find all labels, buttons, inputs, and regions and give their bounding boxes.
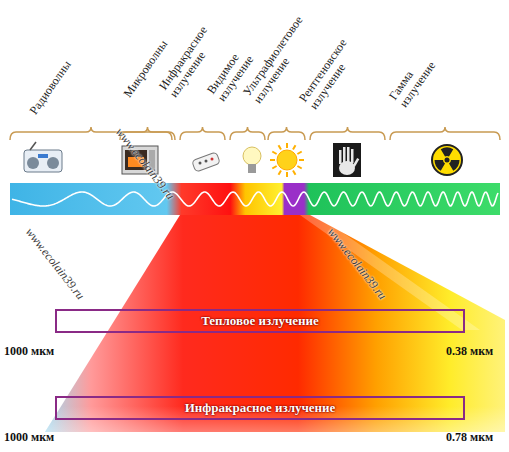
funnel-fade (45, 215, 505, 432)
funnel-highlight (300, 215, 480, 330)
brace-group (10, 127, 500, 140)
sun-ray (297, 152, 301, 155)
band-name: Гамма излучение (387, 48, 442, 110)
sun-ray (279, 170, 282, 174)
sun-ray (297, 166, 301, 169)
range-title: Инфракрасное излучение (185, 400, 336, 416)
spectrum-band (10, 183, 500, 215)
sun-ray (279, 145, 282, 149)
remote-icon (192, 152, 221, 172)
range-box: Инфракрасное излучение (55, 396, 465, 420)
radiation-blade (449, 160, 460, 171)
sun-ray (286, 143, 288, 148)
range-brace (310, 127, 385, 140)
wavelength-value: 0.38 мкм (446, 344, 493, 359)
range-brace (180, 127, 225, 140)
range-brace (230, 127, 265, 140)
sun-ray (270, 159, 275, 161)
sun-ray (293, 145, 296, 149)
wave-group (12, 192, 498, 206)
range-title: Тепловое излучение (201, 313, 319, 329)
radiation-icon (432, 145, 462, 175)
wavelength-value: 1000 мкм (4, 344, 54, 359)
sun-ray (286, 172, 288, 177)
wavelength-value: 1000 мкм (4, 430, 54, 445)
sun-ray (299, 159, 304, 161)
sun-ray (272, 166, 276, 169)
range-brace (390, 127, 500, 140)
bulb-icon (243, 147, 261, 173)
band-name: Рентгеновское излучение (297, 27, 367, 112)
radiation-blade (441, 148, 454, 157)
xray-icon (333, 143, 361, 177)
wave-line (12, 192, 498, 206)
spectrum-funnel (45, 215, 505, 432)
watermark: www.ecolain39.ru (22, 225, 87, 303)
wavelength-value: 0.78 мкм (446, 430, 493, 445)
sun-ray (272, 152, 276, 155)
sun-icon (270, 143, 304, 177)
radiation-blade (435, 160, 446, 171)
range-box: Тепловое излучение (55, 309, 465, 333)
range-brace (268, 127, 305, 140)
band-name: Радиоволны (27, 28, 95, 117)
sun-ray (293, 170, 296, 174)
radio-icon (24, 142, 62, 172)
